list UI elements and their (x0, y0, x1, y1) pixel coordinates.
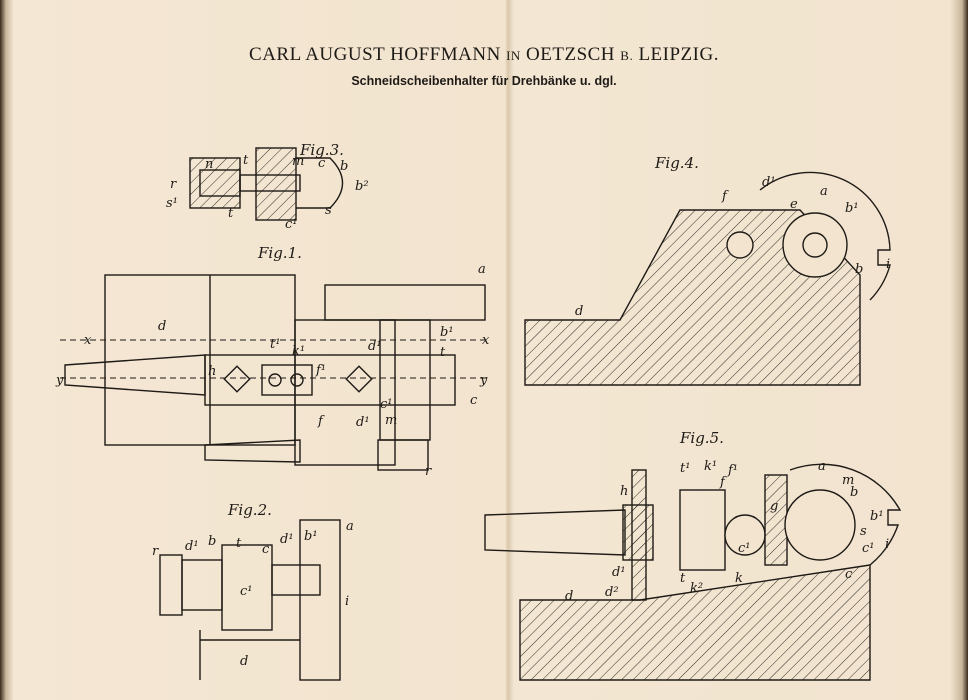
part-label: c¹ (862, 541, 875, 556)
part-label: d¹ (356, 415, 370, 430)
part-label: x (84, 333, 92, 348)
part-label: i (885, 537, 889, 552)
part-label: d (575, 304, 583, 319)
part-label: r (425, 464, 432, 479)
part-label: t (440, 345, 446, 360)
part-label: y (479, 373, 488, 388)
part-label: d¹ (762, 175, 776, 190)
part-label: c (845, 567, 853, 582)
part-label: t¹ (680, 461, 690, 476)
part-label: d (240, 654, 248, 669)
fig2-title: Fig.2. (227, 501, 272, 519)
part-label: c¹ (380, 397, 393, 412)
part-label: r (152, 544, 159, 559)
part-label: a (346, 519, 354, 534)
part-label: c (470, 393, 478, 408)
part-label: k² (690, 581, 703, 596)
part-label: g (770, 499, 778, 514)
part-label: m (385, 413, 397, 428)
part-label: e (790, 197, 798, 212)
patent-subtitle: Schneidscheibenhalter für Drehbänke u. d… (351, 74, 617, 88)
part-label: k (735, 571, 743, 586)
part-label: b² (355, 179, 369, 194)
part-label: k¹ (292, 344, 305, 359)
part-label: t (243, 153, 249, 168)
part-label: b (340, 159, 348, 174)
part-label: f (317, 414, 325, 429)
part-label: t¹ (270, 337, 280, 352)
fig4-labels: f d¹ e a b¹ b i d (575, 175, 890, 319)
part-label: d² (605, 585, 619, 600)
part-label: i (345, 594, 349, 609)
fig4-title: Fig.4. (654, 154, 699, 172)
part-label: t (236, 536, 242, 551)
part-label: n (205, 157, 213, 172)
part-label: a (818, 459, 826, 474)
fig2-labels: a r d¹ b t c d¹ b¹ c¹ i d (152, 519, 354, 669)
part-label: r (170, 177, 177, 192)
part-label: x (482, 333, 490, 348)
part-label: d (565, 589, 573, 604)
part-label: i (886, 257, 890, 272)
part-label: b (855, 262, 863, 277)
part-label: b¹ (440, 325, 454, 340)
part-label: s (860, 524, 867, 539)
part-label: c¹ (738, 541, 751, 556)
part-label: d¹ (612, 565, 626, 580)
fig3-labels: t m c b r n s¹ b² t s c¹ (166, 153, 369, 232)
figure-2: Fig.2. a r d¹ b t c d¹ b¹ c¹ i d (152, 501, 354, 681)
part-label: b¹ (845, 201, 859, 216)
part-label: d¹ (368, 339, 382, 354)
part-label: d¹ (185, 539, 199, 554)
part-label: s¹ (166, 196, 178, 211)
part-label: t (228, 206, 234, 221)
fig5-labels: a t¹ k¹ f¹ f m b h g b¹ s c¹ i c t k c¹ … (565, 459, 889, 604)
part-label: d (158, 319, 166, 334)
part-label: c¹ (240, 584, 253, 599)
fig5-title: Fig.5. (679, 429, 724, 447)
part-label: h (620, 484, 628, 499)
part-label: f (721, 189, 729, 204)
part-label: b¹ (870, 509, 884, 524)
part-label: k¹ (704, 459, 717, 474)
part-label: f¹ (315, 363, 326, 378)
part-label: b (208, 534, 216, 549)
part-label: b (850, 485, 858, 500)
part-label: d¹ (280, 532, 294, 547)
fig1-labels: a x d x b¹ d¹ t t¹ k¹ f¹ h y y c¹ c f d¹… (55, 262, 490, 479)
part-label: m (292, 154, 304, 169)
part-label: c (262, 542, 270, 557)
figure-5: Fig.5. a t¹ k¹ f¹ f m b h g b¹ s c¹ i c … (484, 429, 902, 681)
part-label: a (478, 262, 486, 277)
part-label: s (325, 203, 332, 218)
part-label: f (719, 475, 727, 490)
part-label: c¹ (285, 217, 298, 232)
figure-3: Fig.3. t m c b r n s¹ b² t s c¹ (166, 141, 369, 232)
patent-title: CARL AUGUST HOFFMANN IN OETZSCH B. LEIPZ… (249, 44, 719, 65)
fig3-title: Fig.3. (299, 141, 344, 159)
part-label: m (842, 473, 854, 488)
part-label: a (820, 184, 828, 199)
part-label: t (680, 571, 686, 586)
part-label: c (318, 156, 326, 171)
part-label: h (208, 364, 216, 379)
figure-4: Fig.4. f d¹ e a b¹ b i d (524, 154, 891, 386)
part-label: b¹ (304, 529, 318, 544)
figure-1: Fig.1. a x d x b¹ d¹ t t¹ k¹ f¹ h y y (55, 244, 490, 479)
part-label: y (55, 373, 64, 388)
part-label: f¹ (727, 463, 738, 478)
fig1-title: Fig.1. (257, 244, 302, 262)
